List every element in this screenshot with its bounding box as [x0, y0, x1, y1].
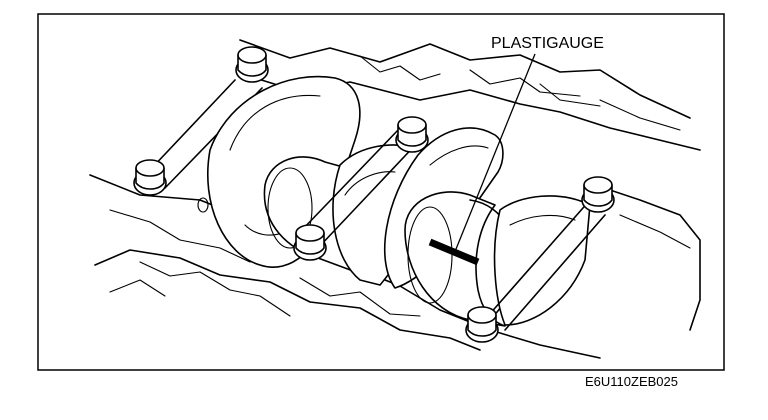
bolt [235, 46, 269, 83]
crankshaft-drawing [89, 39, 701, 359]
bolt [581, 176, 615, 213]
plastigauge-strip [428, 238, 480, 266]
callout-label: PLASTIGAUGE [491, 35, 604, 52]
callout-leader-line [453, 53, 536, 255]
bearing-cap-bolts [133, 46, 615, 343]
bolt [395, 116, 429, 153]
bolt [293, 224, 327, 261]
figure-code: E6U110ZEB025 [585, 374, 678, 389]
bolt [133, 159, 167, 196]
bolt [465, 306, 499, 343]
